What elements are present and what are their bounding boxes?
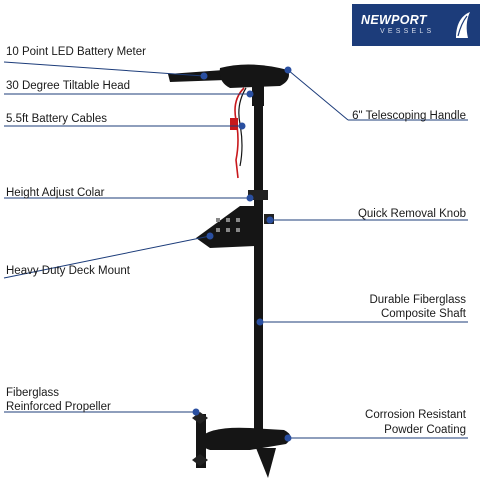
label-telescoping-handle: 6" Telescoping Handle (352, 110, 466, 122)
label-coating-line1: Corrosion Resistant (365, 409, 466, 421)
lower-unit (199, 427, 291, 450)
label-propeller-line2: Reinforced Propeller (6, 401, 111, 413)
label-battery-cables: 5.5ft Battery Cables (6, 113, 107, 125)
label-deck-mount: Heavy Duty Deck Mount (6, 265, 130, 277)
sail-icon (456, 12, 470, 38)
motor-head (219, 64, 289, 88)
skeg (256, 448, 276, 478)
label-shaft-line2: Composite Shaft (380, 308, 466, 320)
composite-shaft (254, 104, 263, 434)
label-shaft-line1: Durable Fiberglass (369, 294, 466, 306)
height-collar (248, 190, 268, 200)
deck-mount-bracket (196, 206, 256, 248)
pivot-housing (252, 84, 264, 106)
label-quick-knob: Quick Removal Knob (357, 208, 466, 220)
label-tilt-head: 30 Degree Tiltable Head (6, 80, 131, 92)
battery-cables-drawing (234, 87, 245, 179)
cable-connector (230, 118, 238, 130)
label-coating-line2: Powder Coating (384, 424, 466, 436)
callout-dot-shaft (256, 318, 264, 326)
logo-brand-text: NEWPORT (361, 13, 427, 27)
callout-dot-handle (284, 66, 292, 74)
propeller-drawing (196, 414, 206, 468)
label-height-collar: Height Adjust Colar (6, 187, 105, 199)
callout-dots (192, 66, 292, 442)
leader-lines (3, 61, 468, 439)
label-propeller-line1: Fiberglass (6, 387, 60, 399)
callout-dot-knob (266, 216, 274, 224)
logo-sub-text: VESSELS (380, 28, 435, 35)
newport-vessels-logo: NEWPORT VESSELS (352, 4, 480, 46)
callout-dot-mount (206, 232, 214, 240)
callout-dot-propeller (192, 408, 200, 416)
label-led-meter: 10 Point LED Battery Meter (6, 46, 146, 58)
callout-dot-tilt (246, 90, 254, 98)
callout-dot-cables (238, 122, 246, 130)
callout-dot-coating (284, 434, 292, 442)
callout-dot-led (200, 72, 208, 80)
callout-dot-collar (246, 194, 254, 202)
